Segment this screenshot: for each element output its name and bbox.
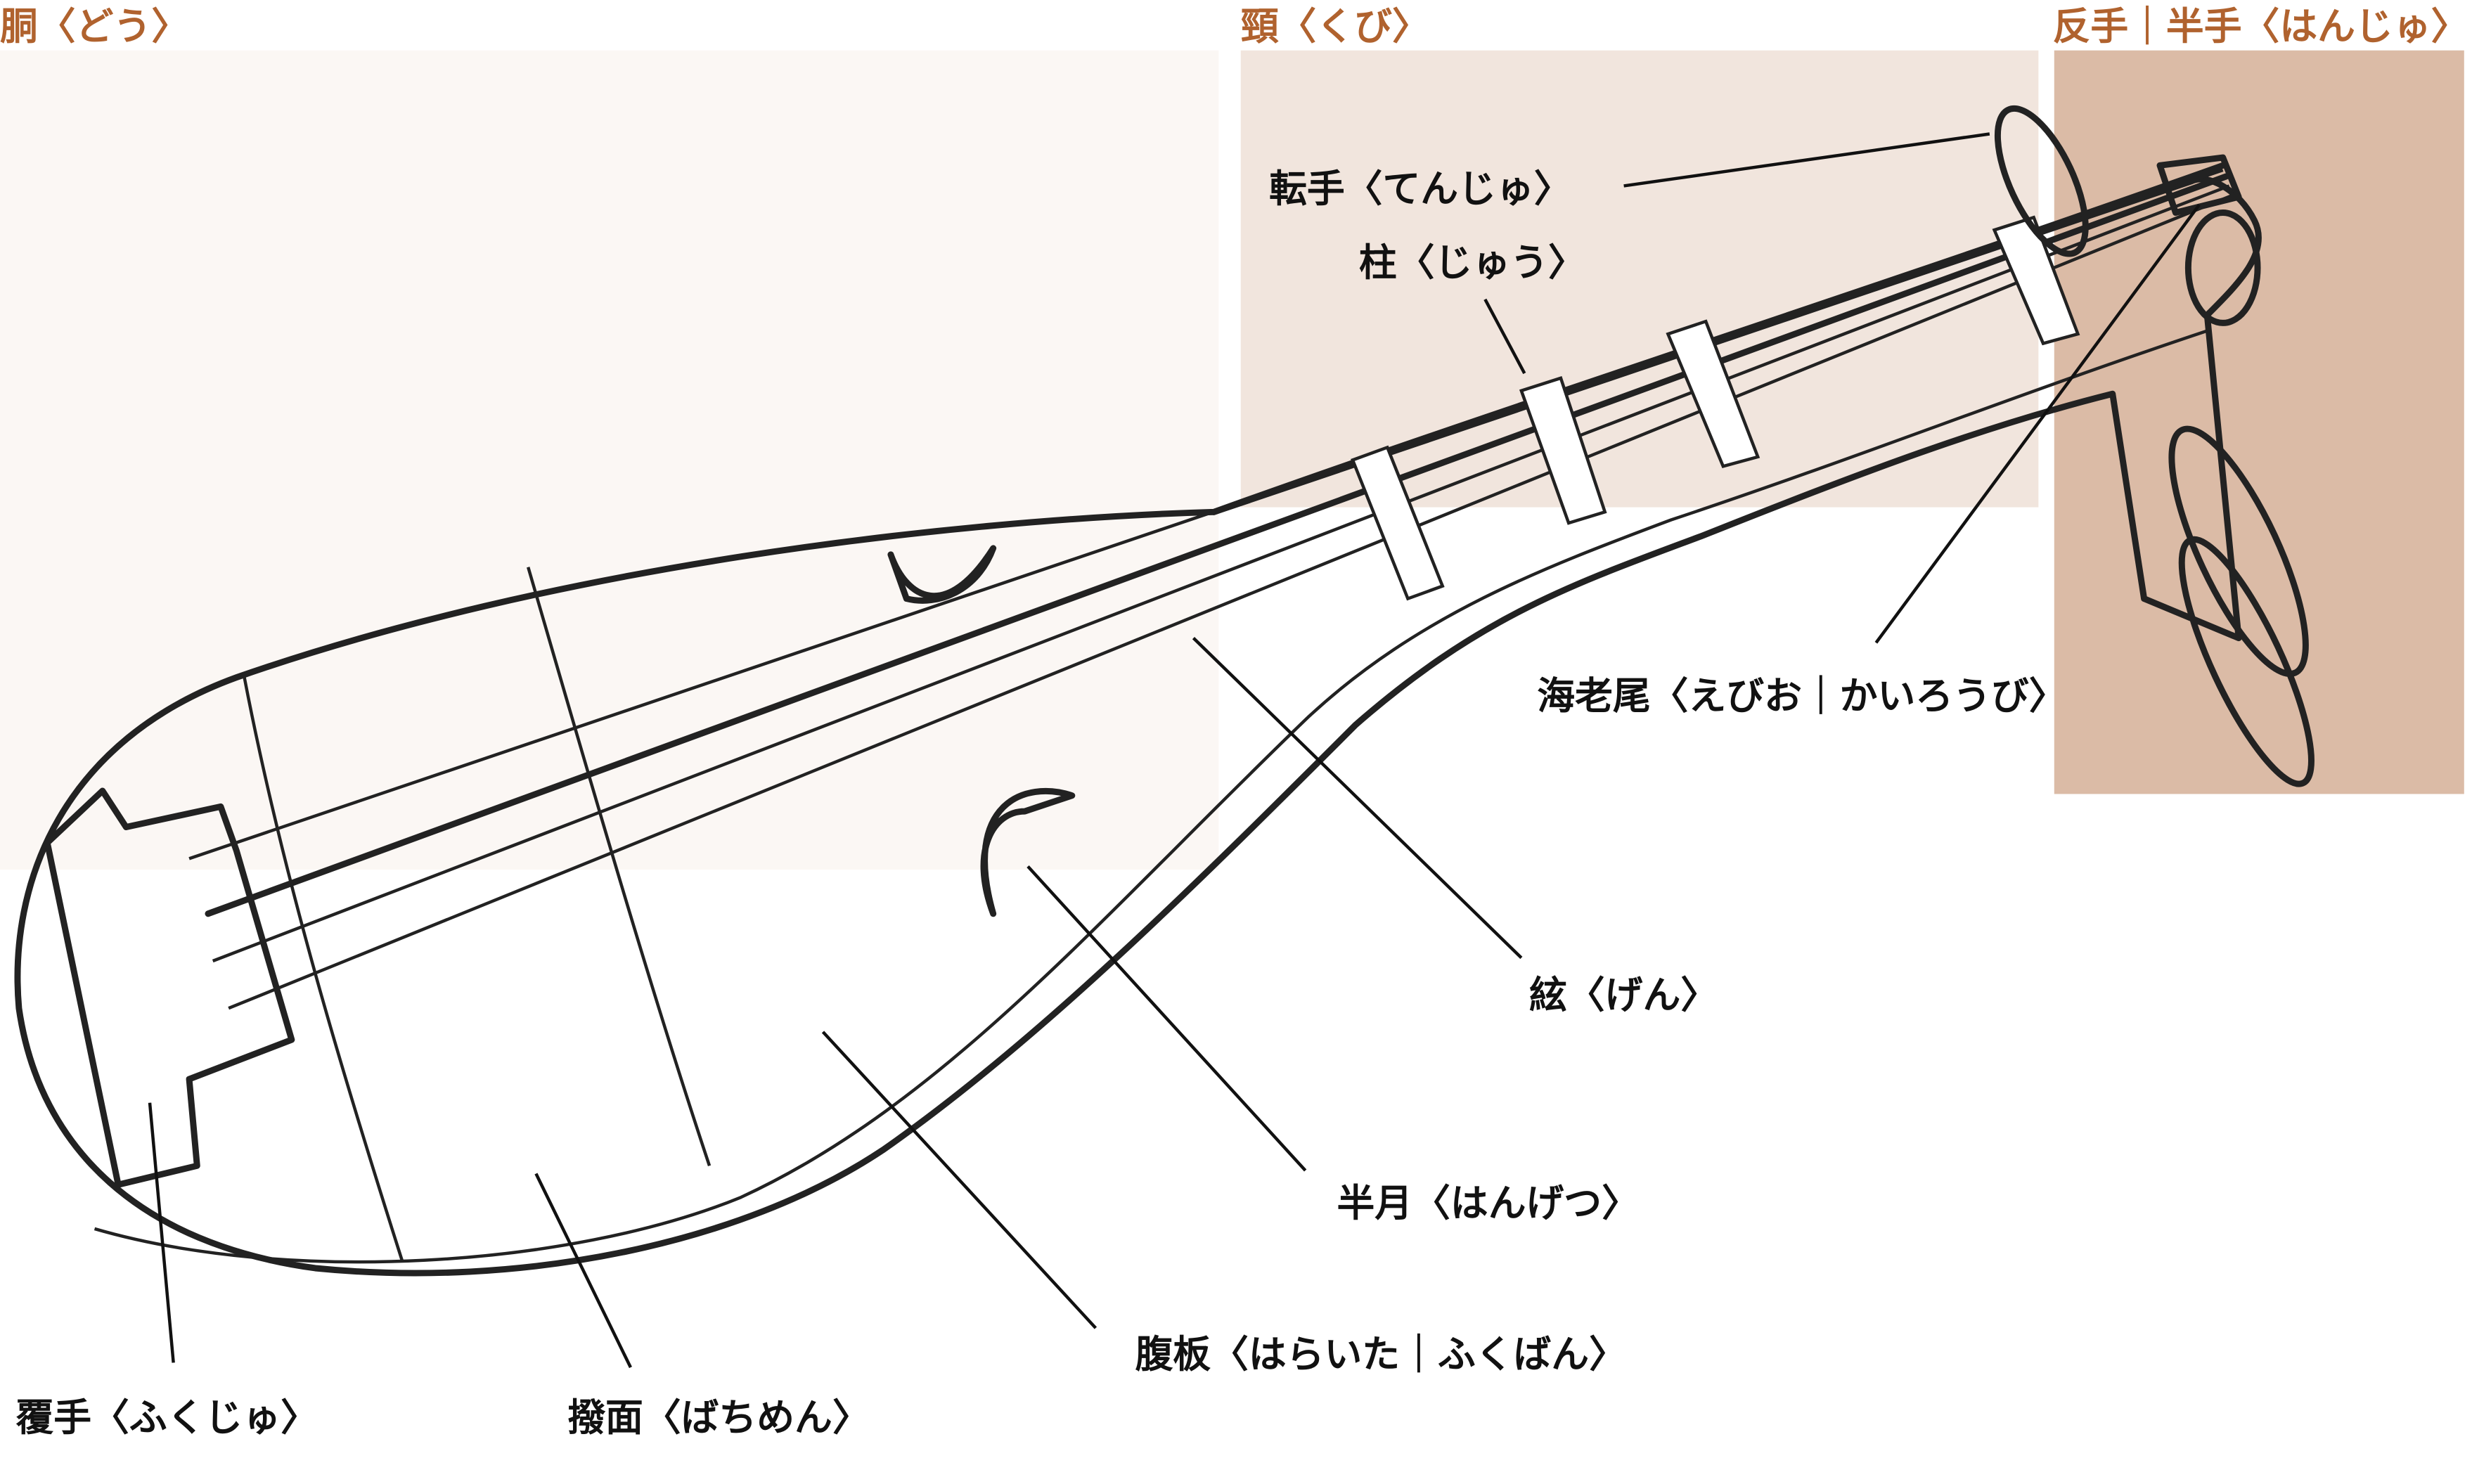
body-seam-1	[243, 677, 404, 1261]
label-hangetsu: 半月〈はんげつ〉	[1337, 1181, 1640, 1225]
neck-region-title: 頸〈くび〉	[1241, 4, 1430, 49]
half-moon-hole	[980, 788, 1076, 917]
body-seam-2	[527, 567, 712, 1167]
leader-gen	[1192, 636, 1523, 960]
label-tenju: 転手〈てんじゅ〉	[1269, 167, 1571, 211]
leader-tenju	[1623, 132, 1990, 188]
leader-ebio	[1874, 203, 2201, 644]
half-moon-hole	[887, 545, 997, 604]
leader-ju	[1483, 298, 1526, 375]
leader-haraita	[821, 1031, 1097, 1329]
label-ju: 柱〈じゅう〉	[1359, 240, 1586, 285]
label-haraita: 腹板〈はらいた｜ふくばん〉	[1135, 1332, 1626, 1376]
biwa-body-outline	[14, 176, 2262, 1277]
label-ebio: 海老尾〈えびお｜かいろうび〉	[1537, 673, 2066, 718]
biwa-rim	[94, 329, 2208, 1264]
label-fukuju: 覆手〈ふくじゅ〉	[15, 1395, 318, 1440]
tuning-peg	[2184, 209, 2261, 326]
tuning-peg	[1994, 105, 2089, 257]
head-region	[2054, 50, 2464, 794]
fret	[1350, 445, 1445, 601]
tuning-peg	[2168, 425, 2309, 678]
ebio-head	[2156, 154, 2242, 217]
leader-fukuju	[148, 1102, 175, 1363]
fret	[1666, 319, 1760, 469]
leader-hangetsu	[1026, 865, 1307, 1172]
leader-bachimen	[534, 1173, 632, 1369]
fret	[1992, 215, 2080, 346]
tuning-peg	[2178, 536, 2315, 787]
body-region	[0, 50, 1219, 870]
body-region-title: 胴〈どう〉	[0, 4, 189, 49]
head-region-title: 反手｜半手〈はんじゅ〉	[2053, 4, 2469, 49]
label-bachimen: 撥面〈ばちめん〉	[567, 1395, 870, 1440]
frets	[1350, 215, 2080, 601]
label-gen: 絃〈げん〉	[1529, 973, 1718, 1017]
fret	[1519, 376, 1607, 525]
strings	[188, 168, 2234, 1010]
